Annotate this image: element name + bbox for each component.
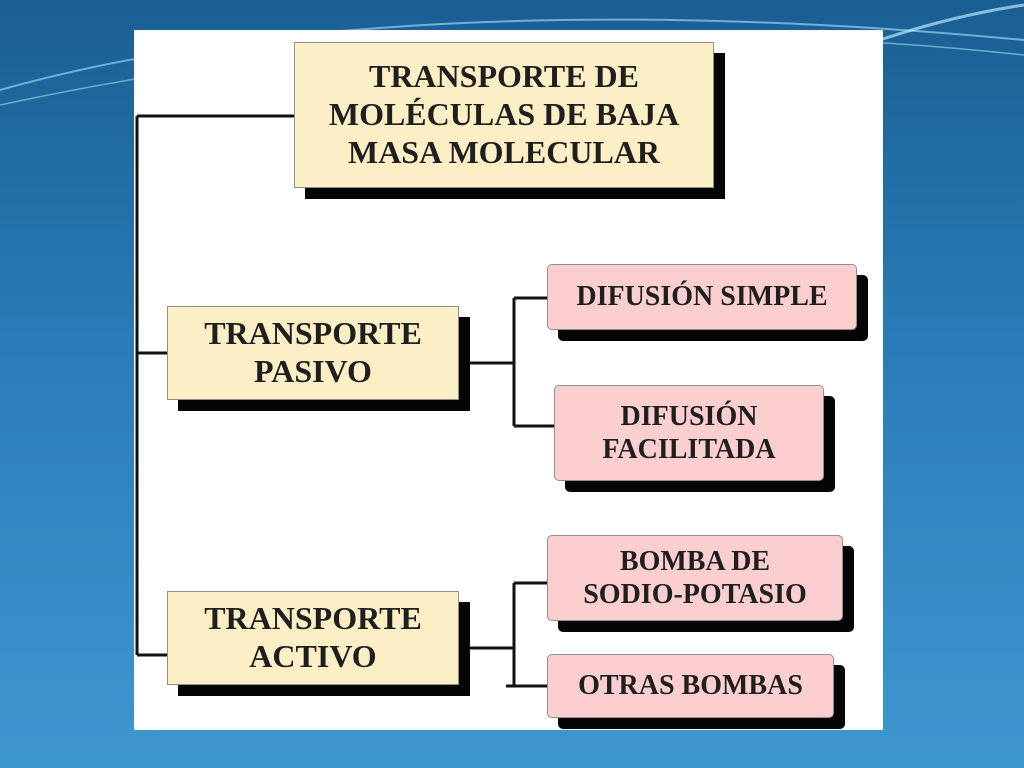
root-box: TRANSPORTE DE MOLÉCULAS DE BAJA MASA MOL… (294, 42, 714, 188)
active-transport-box: TRANSPORTE ACTIVO (167, 591, 459, 685)
diagram-panel: TRANSPORTE DE MOLÉCULAS DE BAJA MASA MOL… (134, 30, 883, 730)
active-transport-label: TRANSPORTE ACTIVO (204, 600, 422, 674)
other-pumps-box: OTRAS BOMBAS (547, 654, 834, 718)
sodium-potassium-pump-label: BOMBA DE SODIO-POTASIO (583, 545, 807, 610)
passive-transport-box: TRANSPORTE PASIVO (167, 306, 459, 400)
simple-diffusion-label: DIFUSIÓN SIMPLE (576, 281, 828, 313)
simple-diffusion-box: DIFUSIÓN SIMPLE (547, 264, 857, 330)
passive-transport-label: TRANSPORTE PASIVO (204, 315, 422, 389)
root-label: TRANSPORTE DE MOLÉCULAS DE BAJA MASA MOL… (328, 58, 680, 170)
other-pumps-label: OTRAS BOMBAS (578, 670, 803, 702)
connector-lines (135, 114, 554, 688)
facilitated-diffusion-box: DIFUSIÓN FACILITADA (554, 385, 824, 481)
sodium-potassium-pump-box: BOMBA DE SODIO-POTASIO (547, 535, 843, 621)
facilitated-diffusion-label: DIFUSIÓN FACILITADA (602, 400, 776, 465)
